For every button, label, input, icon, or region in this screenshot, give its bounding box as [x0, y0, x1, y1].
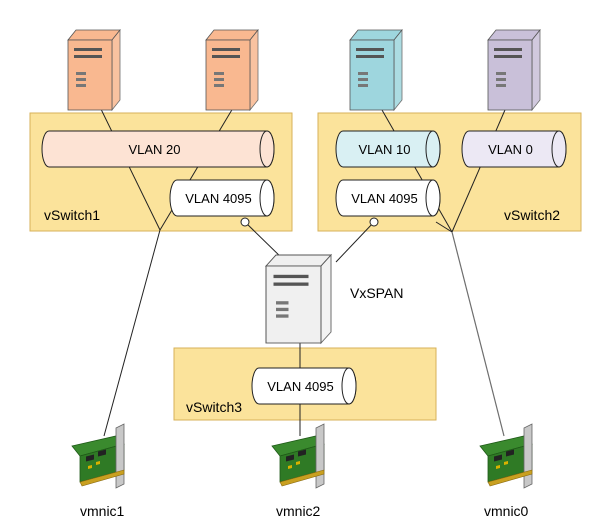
- vswitch2-port: [369, 217, 379, 227]
- link-vswitch2-vxspan: [335, 221, 375, 263]
- server-icon: [487, 28, 541, 112]
- nic-icon: [479, 423, 533, 489]
- vlan-label: VLAN 0: [488, 142, 533, 157]
- vswitch2-label: vSwitch2: [504, 207, 560, 223]
- vlan-label: VLAN 20: [128, 142, 180, 157]
- vlan-cylinder: VLAN 4095: [169, 179, 275, 217]
- vswitch1-port: [240, 217, 250, 227]
- nic-icon: [271, 423, 325, 489]
- vlan-label: VLAN 4095: [185, 191, 252, 206]
- server-icon: [264, 253, 333, 345]
- vlan-cylinder: VLAN 0: [461, 130, 567, 168]
- vmnic0-label: vmnic0: [484, 503, 529, 519]
- vlan-label: VLAN 10: [358, 142, 410, 157]
- vlan-cylinder: VLAN 4095: [251, 367, 357, 405]
- link-vswitch1-vmnic1: [103, 229, 161, 437]
- link-vswitch2-vmnic0: [451, 231, 505, 437]
- vmnic1-label: vmnic1: [80, 503, 125, 519]
- vlan-cylinder: VLAN 10: [335, 130, 441, 168]
- vlan-label: VLAN 4095: [267, 379, 334, 394]
- vswitch3-label: vSwitch3: [186, 399, 242, 415]
- server-icon: [67, 28, 121, 112]
- server-icon: [349, 28, 403, 112]
- vlan-cylinder: VLAN 4095: [335, 179, 441, 217]
- vxspan-label: VxSPAN: [350, 285, 403, 301]
- link-vswitch2-vlan4095: [435, 221, 453, 233]
- vlan-label: VLAN 4095: [351, 191, 418, 206]
- vlan-cylinder: VLAN 20: [41, 130, 275, 168]
- vswitch1-label: vSwitch1: [44, 207, 100, 223]
- nic-icon: [71, 423, 125, 489]
- vmnic2-label: vmnic2: [276, 503, 321, 519]
- server-icon: [205, 28, 259, 112]
